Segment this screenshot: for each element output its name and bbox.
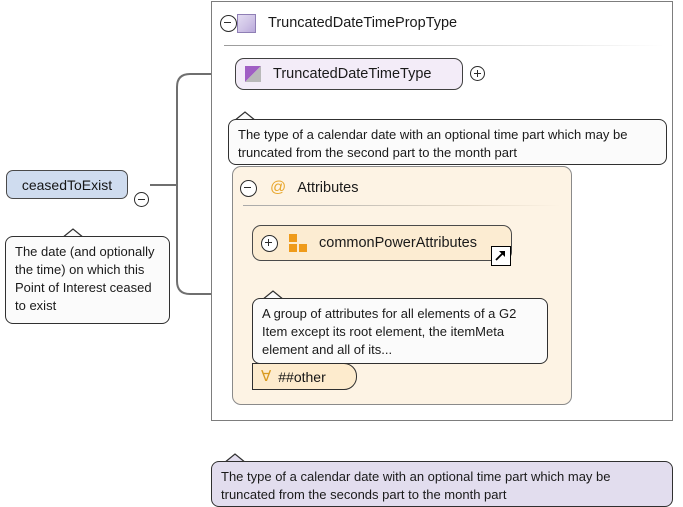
complex-type-square-icon (237, 13, 256, 33)
attribute-group-expand-icon[interactable] (261, 234, 278, 252)
type-node-label: TruncatedDateTimeType (273, 66, 432, 82)
type-node-annotation-text: The type of a calendar date with an opti… (228, 119, 667, 165)
element-annotation-text: The date (and optionally the time) on wh… (5, 236, 170, 324)
attributes-header-divider (243, 205, 561, 206)
truncated-type-triangle-icon (243, 65, 263, 84)
element-node-ceasedtoexist[interactable]: ceasedToExist (6, 170, 128, 199)
attributes-header-label: Attributes (297, 180, 359, 196)
attributes-collapse-toggle-icon[interactable] (240, 179, 257, 197)
attribute-group-annotation-text: A group of attributes for all elements o… (252, 298, 548, 364)
for-all-glyph-icon: ∀ (261, 368, 272, 385)
attributes-header: @ Attributes (240, 176, 560, 200)
attribute-group-icon (288, 234, 308, 252)
element-collapse-toggle-icon[interactable] (134, 192, 149, 207)
model-footer-annotation-text: The type of a calendar date with an opti… (211, 461, 673, 507)
model-title: TruncatedDateTimePropType (268, 15, 458, 31)
model-header-divider (224, 45, 664, 46)
model-collapse-toggle-icon[interactable] (220, 14, 237, 32)
at-symbol-icon: @ (270, 179, 287, 196)
attribute-group-commonpowerattributes[interactable]: commonPowerAttributes (252, 225, 512, 261)
wildcard-node-other[interactable]: ∀ ##other (252, 363, 357, 390)
schema-diagram-canvas: TruncatedDateTimePropType TruncatedDateT… (5, 1, 673, 507)
type-node-expand-icon[interactable] (470, 66, 485, 81)
type-node-truncateddatetimetype[interactable]: TruncatedDateTimeType (235, 58, 463, 90)
attribute-group-label: commonPowerAttributes (319, 235, 477, 251)
model-header: TruncatedDateTimePropType (212, 2, 672, 44)
wildcard-node-label: ##other (278, 368, 326, 385)
external-link-icon[interactable] (491, 246, 511, 266)
